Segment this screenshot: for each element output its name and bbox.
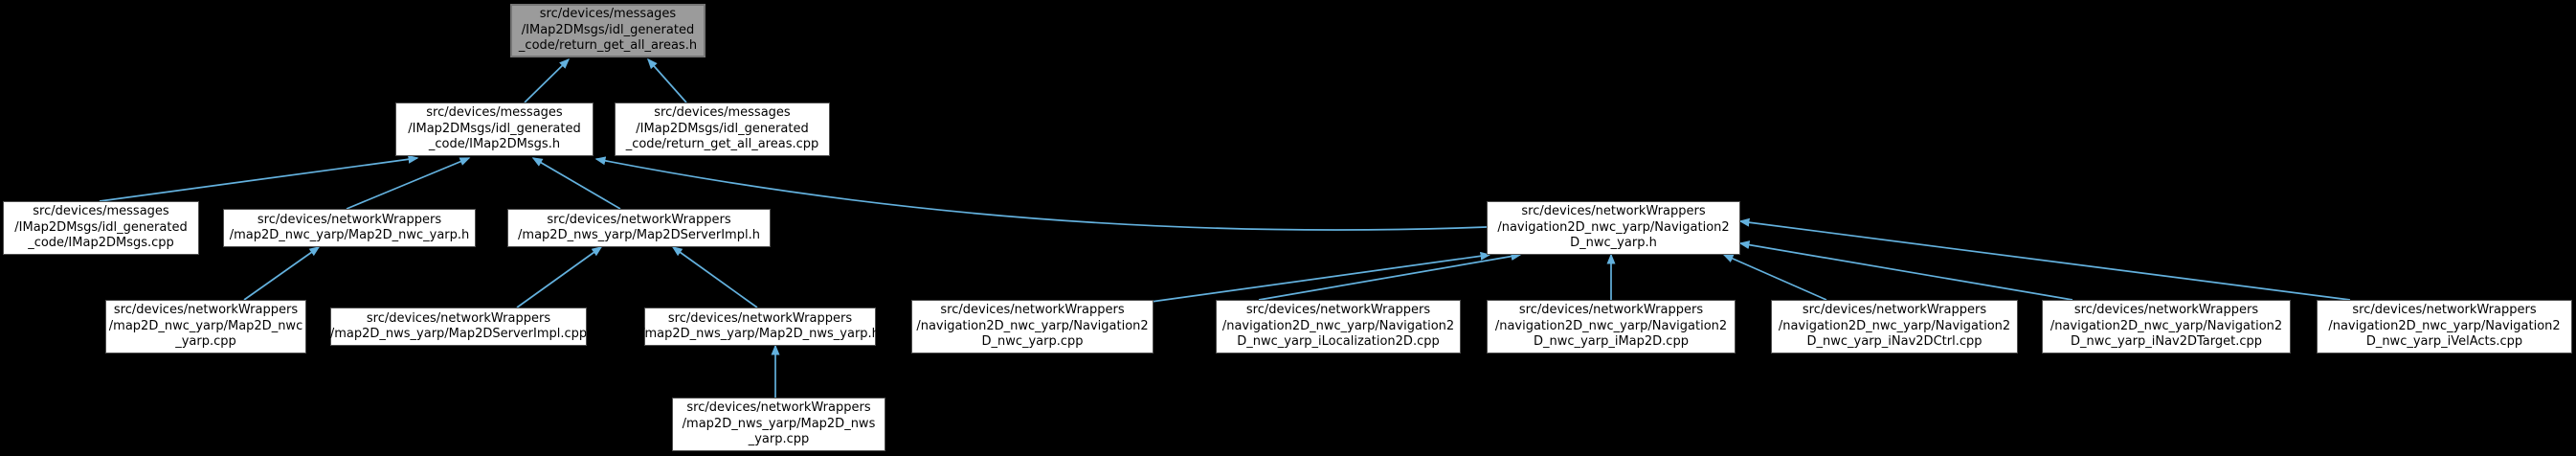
graph-node-Navigation2D_nwc_yarp_h[interactable]: src/devices/networkWrappers/navigation2D… (1487, 201, 1740, 255)
graph-node-Navigation2D_nwc_yarp_iNav2DCtrl_cpp[interactable]: src/devices/networkWrappers/navigation2D… (1771, 300, 2018, 353)
include-edge-Map2DServerImpl_cpp-to-Map2DServerImpl_h (516, 246, 603, 308)
graph-node-Navigation2D_nwc_yarp_iLocalization2D_cpp[interactable]: src/devices/networkWrappers/navigation2D… (1216, 300, 1461, 353)
graph-node-label-line: /map2D_nwc_yarp/Map2D_nwc (108, 318, 303, 333)
graph-node-label-line: /IMap2DMsgs/idl_generated (408, 121, 581, 136)
graph-node-label-line: src/devices/networkWrappers (1518, 303, 1704, 318)
graph-node-label-line: src/devices/messages (654, 105, 791, 121)
graph-node-Map2D_nwc_yarp_cpp[interactable]: src/devices/networkWrappers/map2D_nwc_ya… (105, 300, 306, 353)
graph-node-label-line: /navigation2D_nwc_yarp/Navigation2 (2328, 318, 2561, 333)
graph-node-return_get_all_areas_cpp[interactable]: src/devices/messages/IMap2DMsgs/idl_gene… (615, 103, 830, 156)
graph-node-Map2D_nws_yarp_cpp[interactable]: src/devices/networkWrappers/map2D_nws_ya… (672, 398, 885, 451)
graph-node-label-line: src/devices/networkWrappers (257, 212, 442, 227)
include-edge-Navigation2D_nwc_yarp_iVelActs_cpp-to-Navigation2D_nwc_yarp_h (1738, 217, 2351, 301)
graph-node-label-line: src/devices/networkWrappers (2073, 303, 2259, 318)
graph-node-IMap2DMsgs_cpp[interactable]: src/devices/messages/IMap2DMsgs/idl_gene… (3, 201, 199, 255)
graph-node-label-line: src/devices/networkWrappers (1245, 303, 1431, 318)
graph-node-label-line: _yarp.cpp (175, 334, 236, 350)
graph-node-label-line: /map2D_nws_yarp/Map2DServerImpl.h (518, 228, 760, 242)
include-edge-Navigation2D_nwc_yarp_cpp-to-Navigation2D_nwc_yarp_h (1143, 251, 1491, 304)
include-edge-Navigation2D_nwc_yarp_h-to-IMap2DMsgs_h (594, 156, 1488, 231)
graph-node-label-line: src/devices/networkWrappers (1802, 303, 1987, 318)
graph-node-Map2D_nws_yarp_h[interactable]: src/devices/networkWrappers/map2D_nws_ya… (640, 308, 880, 346)
graph-node-label-line: /map2D_nws_yarp/Map2D_nws_yarp.h (640, 327, 880, 341)
graph-node-label-line: /navigation2D_nwc_yarp/Navigation2 (1497, 219, 1730, 235)
graph-node-label-line: D_nwc_yarp.cpp (981, 334, 1084, 350)
graph-node-label-line: src/devices/networkWrappers (1521, 204, 1706, 219)
graph-node-label-line: _code/IMap2DMsgs.cpp (28, 236, 174, 251)
graph-node-label-line: src/devices/networkWrappers (547, 212, 731, 227)
include-edge-Map2D_nwc_yarp_cpp-to-Map2D_nwc_yarp_h (243, 246, 321, 301)
graph-node-label-line: D_nwc_yarp_iLocalization2D.cpp (1237, 334, 1440, 350)
graph-node-label-line: /navigation2D_nwc_yarp/Navigation2 (1221, 318, 1455, 333)
graph-node-label-line: src/devices/networkWrappers (366, 310, 551, 326)
graph-node-label-line: D_nwc_yarp_iMap2D.cpp (1534, 334, 1689, 350)
graph-node-label-line: /IMap2DMsgs/idl_generated (636, 121, 809, 136)
include-edge-Map2D_nws_yarp_h-to-Map2DServerImpl_h (671, 246, 758, 308)
include-edge-IMap2DMsgs_h-to-return_get_all_areas_h (524, 57, 571, 103)
graph-node-label-line: src/devices/messages (426, 105, 563, 121)
graph-node-label-line: D_nwc_yarp_iNav2DTarget.cpp (2070, 334, 2263, 350)
include-edge-IMap2DMsgs_cpp-to-IMap2DMsgs_h (99, 154, 419, 202)
include-edge-Map2DServerImpl_h-to-IMap2DMsgs_h (531, 157, 621, 210)
graph-node-label-line: src/devices/networkWrappers (667, 310, 853, 326)
graph-node-label-line: _code/return_get_all_areas.h (518, 38, 698, 54)
graph-node-Map2DServerImpl_cpp[interactable]: src/devices/networkWrappers/map2D_nws_ya… (330, 308, 587, 346)
graph-node-label-line: D_nwc_yarp_iVelActs.cpp (2365, 334, 2523, 350)
graph-node-Map2DServerImpl_h[interactable]: src/devices/networkWrappers/map2D_nws_ya… (507, 209, 771, 247)
graph-node-return_get_all_areas_h[interactable]: src/devices/messages/IMap2DMsgs/idl_gene… (510, 4, 706, 57)
graph-node-label-line: src/devices/networkWrappers (686, 400, 871, 416)
graph-node-Map2D_nwc_yarp_h[interactable]: src/devices/networkWrappers/map2D_nwc_ya… (223, 209, 476, 247)
include-edge-Navigation2D_nwc_yarp_iNav2DCtrl_cpp-to-Navigation2D_nwc_yarp_h (1722, 254, 1827, 301)
graph-node-Navigation2D_nwc_yarp_iMap2D_cpp[interactable]: src/devices/networkWrappers/navigation2D… (1487, 300, 1736, 353)
include-edge-Map2D_nwc_yarp_h-to-IMap2DMsgs_h (346, 157, 471, 210)
graph-node-Navigation2D_nwc_yarp_iVelActs_cpp[interactable]: src/devices/networkWrappers/navigation2D… (2317, 300, 2572, 353)
graph-node-Navigation2D_nwc_yarp_iNav2DTarget_cpp[interactable]: src/devices/networkWrappers/navigation2D… (2042, 300, 2291, 353)
graph-node-label-line: D_nwc_yarp.h (1570, 236, 1657, 251)
graph-node-label-line: src/devices/networkWrappers (113, 303, 299, 318)
graph-node-label-line: /navigation2D_nwc_yarp/Navigation2 (916, 318, 1149, 333)
graph-node-label-line: _yarp.cpp (748, 432, 810, 447)
graph-node-label-line: /navigation2D_nwc_yarp/Navigation2 (2050, 318, 2283, 333)
graph-node-label-line: src/devices/messages (539, 7, 677, 22)
graph-node-label-line: /navigation2D_nwc_yarp/Navigation2 (1778, 318, 2011, 333)
graph-node-label-line: src/devices/networkWrappers (940, 303, 1125, 318)
include-edge-Navigation2D_nwc_yarp_iLocalization2D_cpp-to-Navigation2D_nwc_yarp_h (1258, 252, 1522, 301)
graph-node-label-line: _code/return_get_all_areas.cpp (625, 137, 819, 152)
graph-node-label-line: /navigation2D_nwc_yarp/Navigation2 (1494, 318, 1728, 333)
graph-node-Navigation2D_nwc_yarp_cpp[interactable]: src/devices/networkWrappers/navigation2D… (911, 300, 1154, 353)
graph-node-label-line: /IMap2DMsgs/idl_generated (14, 219, 188, 235)
graph-node-IMap2DMsgs_h[interactable]: src/devices/messages/IMap2DMsgs/idl_gene… (395, 103, 594, 156)
include-edge-return_get_all_areas_cpp-to-return_get_all_areas_h (647, 57, 687, 103)
graph-node-label-line: /IMap2DMsgs/idl_generated (521, 22, 695, 37)
graph-node-label-line: _code/IMap2DMsgs.h (428, 137, 561, 152)
graph-node-label-line: /map2D_nws_yarp/Map2D_nws (682, 416, 876, 431)
graph-node-label-line: D_nwc_yarp_iNav2DCtrl.cpp (1806, 334, 1982, 350)
graph-node-label-line: src/devices/networkWrappers (2352, 303, 2537, 318)
include-edge-Navigation2D_nwc_yarp_iNav2DTarget_cpp-to-Navigation2D_nwc_yarp_h (1738, 240, 2073, 301)
graph-node-label-line: /map2D_nws_yarp/Map2DServerImpl.cpp (329, 327, 588, 341)
graph-node-label-line: src/devices/messages (33, 204, 169, 219)
graph-node-label-line: /map2D_nwc_yarp/Map2D_nwc_yarp.h (229, 228, 470, 242)
